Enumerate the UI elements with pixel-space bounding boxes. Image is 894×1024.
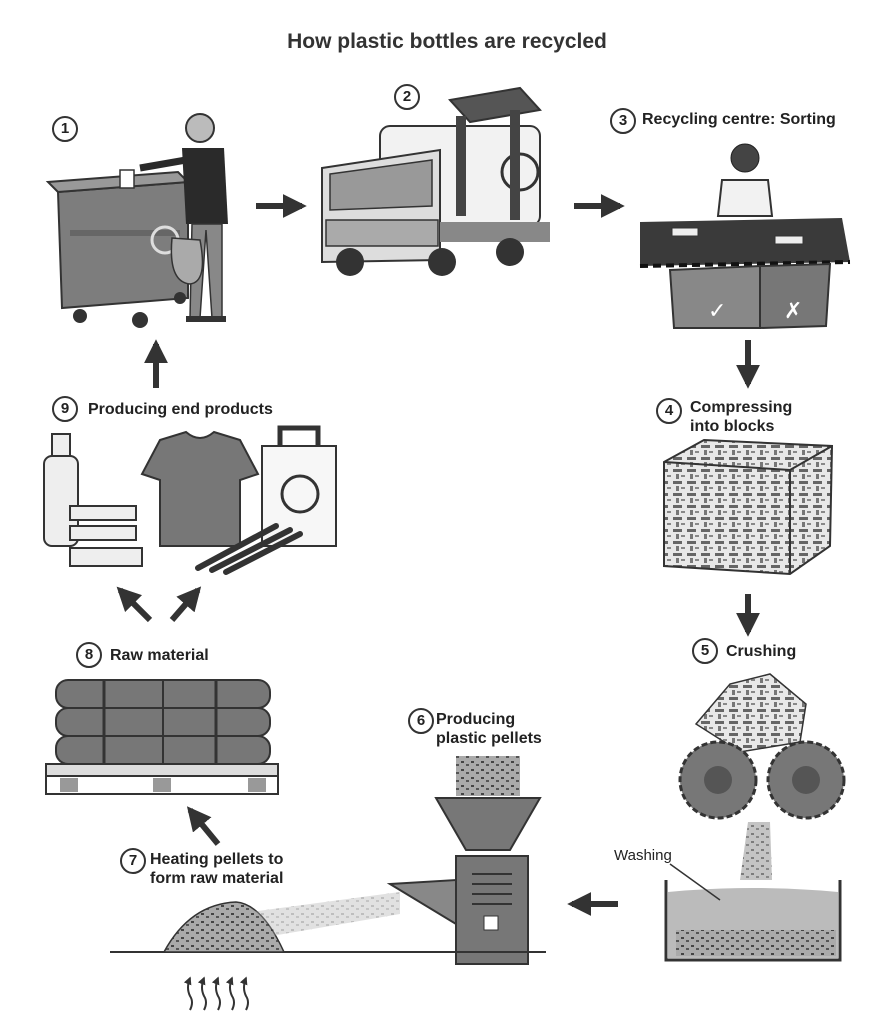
crushing-rollers-icon	[678, 673, 846, 880]
raw-material-pallet-icon	[45, 679, 279, 795]
flow-arrow-8-9-left	[116, 586, 153, 623]
step-8-label: Raw material	[110, 647, 209, 664]
washing-label: Washing	[614, 847, 672, 864]
flow-arrow-8-9-right	[169, 586, 202, 622]
step-7-number: 7	[120, 848, 146, 874]
step-9-label: Producing end products	[88, 401, 273, 418]
reject-mark: ✗	[784, 299, 802, 324]
pellet-machine-icon	[386, 756, 542, 965]
step-3-label: Recycling centre: Sorting	[642, 111, 836, 128]
step-4-number: 4	[656, 398, 682, 424]
sorting-conveyor-icon: ✓ ✗	[639, 143, 851, 330]
step-5-label: Crushing	[726, 643, 797, 660]
washing-tank-icon	[664, 863, 842, 962]
step-8-number: 8	[76, 642, 102, 668]
compressed-block-icon	[663, 438, 834, 576]
collection-truck-icon	[321, 86, 550, 276]
step-9-number: 9	[52, 396, 78, 422]
recycling-bin-person-icon	[45, 113, 228, 328]
step-2-number: 2	[394, 84, 420, 110]
step-1-number: 1	[52, 116, 78, 142]
step-7-label: Heating pellets to form raw material	[150, 851, 284, 887]
accept-mark: ✓	[708, 299, 726, 324]
step-4-label: Compressing into blocks	[690, 399, 793, 435]
page-title: How plastic bottles are recycled	[287, 30, 607, 53]
flow-arrow-7-8	[186, 806, 221, 846]
step-6-label: Producing plastic pellets	[436, 711, 542, 747]
heated-pellet-pile-icon	[110, 892, 546, 1011]
end-products-icon	[43, 425, 337, 575]
step-5-number: 5	[692, 638, 718, 664]
step-3-number: 3	[610, 108, 636, 134]
step-6-number: 6	[408, 708, 434, 734]
